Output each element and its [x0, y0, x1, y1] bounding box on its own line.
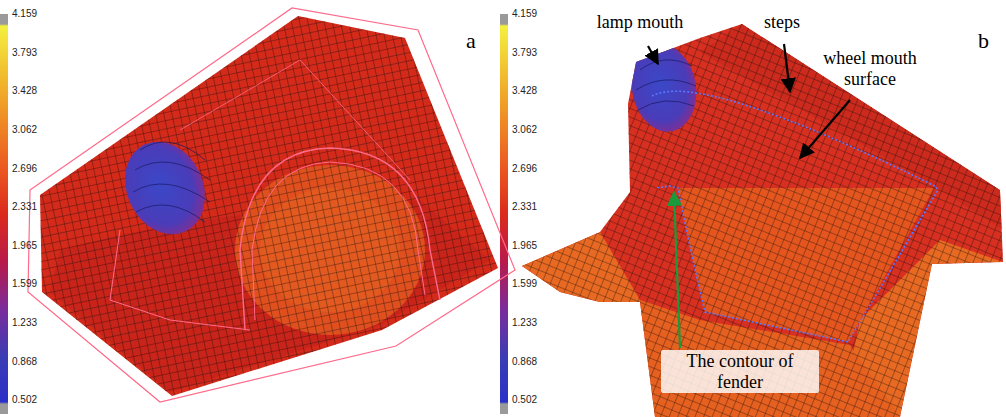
color-bar: [500, 14, 508, 414]
panel-letter: a: [466, 28, 476, 53]
callout-label: steps: [764, 12, 800, 33]
scale-value: 1.965: [512, 240, 537, 252]
mesh-panel-a: [20, 0, 520, 417]
scale-value: 1.965: [12, 240, 37, 252]
callout-label: lamp mouth: [597, 12, 684, 33]
scale-value: 3.793: [12, 47, 37, 59]
callout-label: The contour of fender: [661, 350, 819, 393]
scale-value: 2.696: [12, 163, 37, 175]
scale-value: 4.159: [512, 8, 537, 20]
scale-value: 4.159: [12, 8, 37, 20]
callout-label: wheel mouth surface: [815, 48, 925, 89]
scale-value: 3.793: [512, 47, 537, 59]
scale-value: 3.062: [512, 124, 537, 136]
scale-value: 3.428: [12, 85, 37, 97]
scale-value: 0.502: [12, 394, 37, 406]
scale-value: 0.868: [512, 356, 537, 368]
panel-letter: b: [978, 28, 989, 53]
scale-value: 3.062: [12, 124, 37, 136]
scale-value: 1.233: [12, 317, 37, 329]
scale-value: 1.233: [512, 317, 537, 329]
scale-value: 1.599: [512, 278, 537, 290]
scale-value: 1.599: [12, 278, 37, 290]
scale-value: 2.696: [512, 163, 537, 175]
scale-value: 0.868: [12, 356, 37, 368]
mesh-panel-b: [515, 0, 1006, 417]
scale-value: 3.428: [512, 85, 537, 97]
scale-value: 2.331: [12, 201, 37, 213]
scale-value: 0.502: [512, 394, 537, 406]
color-bar: [0, 14, 8, 414]
scale-value: 2.331: [512, 201, 537, 213]
